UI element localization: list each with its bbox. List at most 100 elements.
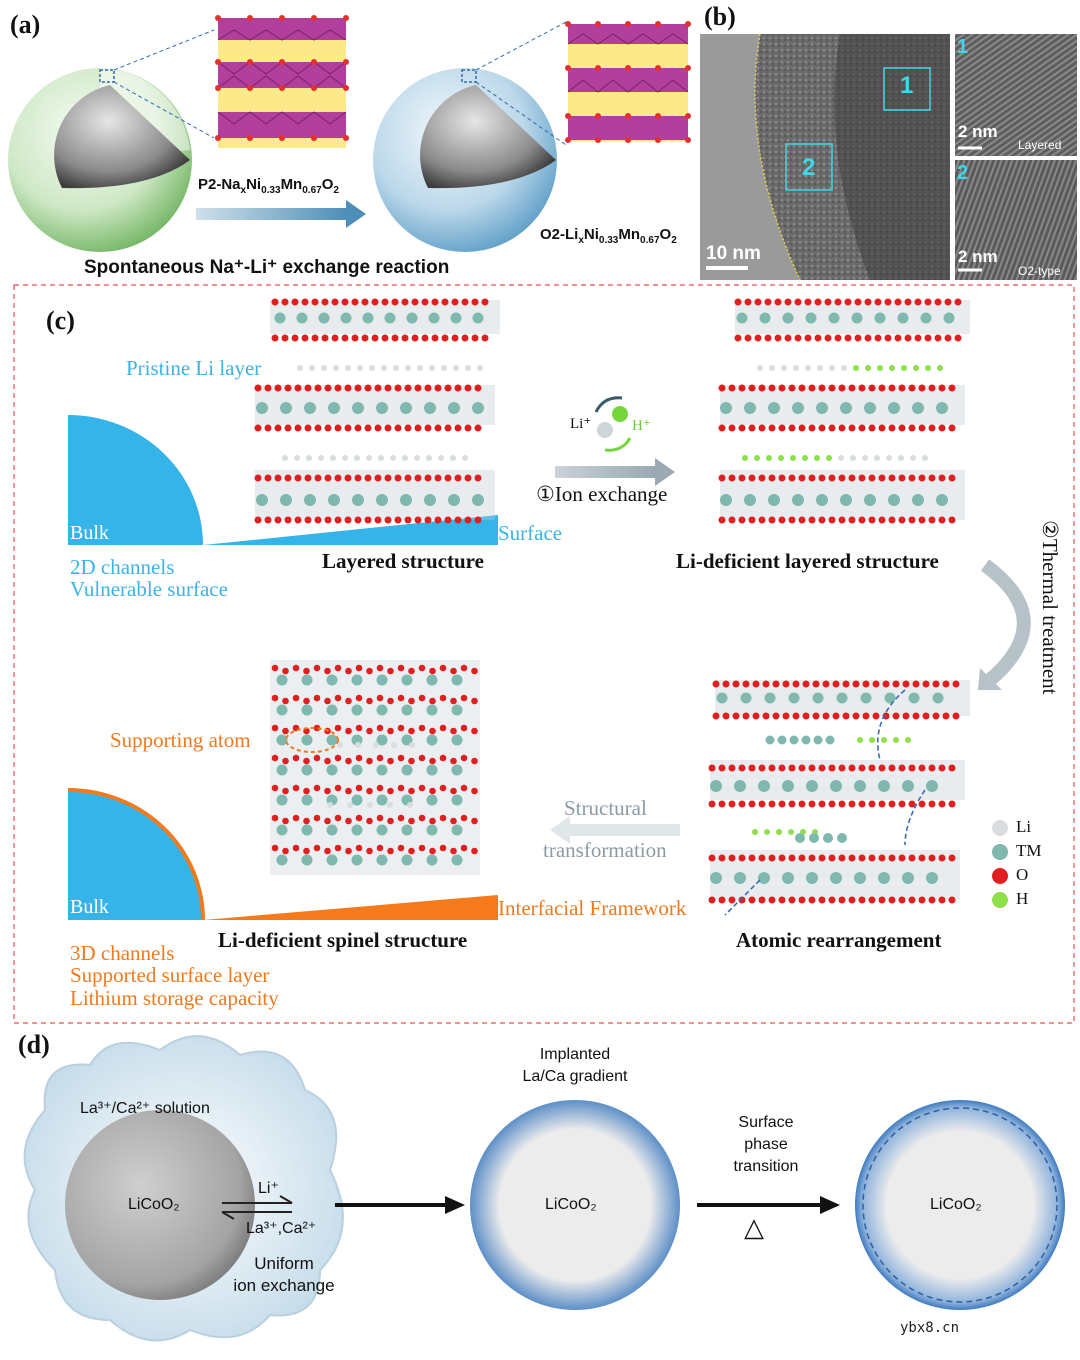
atom — [817, 365, 823, 371]
atom — [429, 847, 436, 855]
atom — [314, 384, 322, 392]
atom — [450, 757, 457, 765]
atom — [808, 854, 816, 862]
atom — [816, 402, 828, 414]
atom — [938, 854, 946, 862]
atom — [898, 424, 906, 432]
atom — [742, 455, 748, 461]
atom — [313, 844, 321, 852]
arrow-d-2 — [697, 1196, 840, 1214]
exchange-arrow-a — [196, 200, 366, 228]
atom — [943, 312, 955, 324]
atom — [280, 494, 292, 506]
atom — [324, 384, 332, 392]
atom — [301, 764, 313, 776]
inset-2-scale: 2 nm — [958, 247, 998, 266]
atom — [744, 402, 756, 414]
atom — [448, 402, 460, 414]
atom — [938, 474, 946, 482]
atom — [428, 312, 440, 324]
atom — [744, 334, 752, 342]
atom — [384, 516, 392, 524]
atom — [376, 664, 384, 672]
atom — [740, 692, 752, 704]
atom — [728, 516, 736, 524]
atom — [768, 896, 776, 904]
atom — [394, 384, 402, 392]
atom — [774, 298, 782, 306]
atom — [391, 334, 399, 342]
atom — [912, 712, 920, 720]
atom — [334, 516, 342, 524]
atom — [351, 824, 363, 836]
atom — [471, 727, 478, 735]
atom — [276, 854, 288, 866]
atom — [878, 854, 886, 862]
atom — [280, 402, 292, 414]
atom — [314, 424, 322, 432]
atom — [748, 764, 756, 772]
atom — [434, 424, 442, 432]
zoom-box-p2 — [99, 69, 115, 83]
atom — [720, 402, 732, 414]
solution-label: La³⁺/Ca²⁺ solution — [80, 1100, 210, 1117]
atom — [774, 334, 782, 342]
atom — [758, 896, 766, 904]
atom — [384, 384, 392, 392]
atom — [889, 365, 895, 371]
transformation-label: transformation — [543, 838, 667, 862]
atom — [928, 516, 936, 524]
atom — [828, 854, 836, 862]
atom — [854, 298, 862, 306]
atom — [438, 455, 444, 461]
atom — [453, 365, 459, 371]
atom — [914, 334, 922, 342]
atom — [901, 365, 907, 371]
supported-surface-layer-label: Supported surface layer — [70, 963, 270, 987]
atom — [778, 800, 786, 808]
atom — [429, 817, 436, 825]
atom — [795, 833, 805, 843]
licoo2-label-1: LiCoO₂ — [128, 1196, 180, 1213]
atom — [429, 787, 436, 795]
atom — [782, 680, 790, 688]
atom — [361, 298, 369, 306]
atom — [303, 697, 310, 705]
atom — [465, 365, 471, 371]
atom — [450, 817, 457, 825]
atom — [472, 402, 484, 414]
atom — [878, 516, 886, 524]
atom — [354, 384, 362, 392]
atom — [842, 712, 850, 720]
atom — [908, 474, 916, 482]
atom — [838, 474, 846, 482]
atom — [802, 455, 808, 461]
atom — [822, 680, 830, 688]
zoom-box-o2 — [461, 69, 477, 83]
tem-box-1-label: 1 — [900, 72, 914, 99]
li-deficient-spinel-label: Li-deficient spinel structure — [218, 928, 468, 952]
atom — [858, 424, 866, 432]
atom — [334, 814, 342, 822]
atom — [808, 384, 816, 392]
atom — [888, 474, 896, 482]
atom — [712, 680, 720, 688]
atom — [408, 697, 415, 705]
atom — [828, 516, 836, 524]
atom — [952, 712, 960, 720]
atom — [792, 402, 804, 414]
atom — [864, 494, 876, 506]
atom — [894, 298, 902, 306]
atom — [292, 664, 300, 672]
inset-2-tag: O2-type — [1018, 264, 1061, 278]
atom — [910, 455, 916, 461]
atom — [276, 824, 288, 836]
atom — [345, 757, 352, 765]
atom — [434, 516, 442, 524]
atom — [408, 817, 415, 825]
atom — [374, 516, 382, 524]
atom — [418, 814, 426, 822]
atom — [401, 824, 413, 836]
atom — [718, 424, 726, 432]
atom — [271, 814, 279, 822]
